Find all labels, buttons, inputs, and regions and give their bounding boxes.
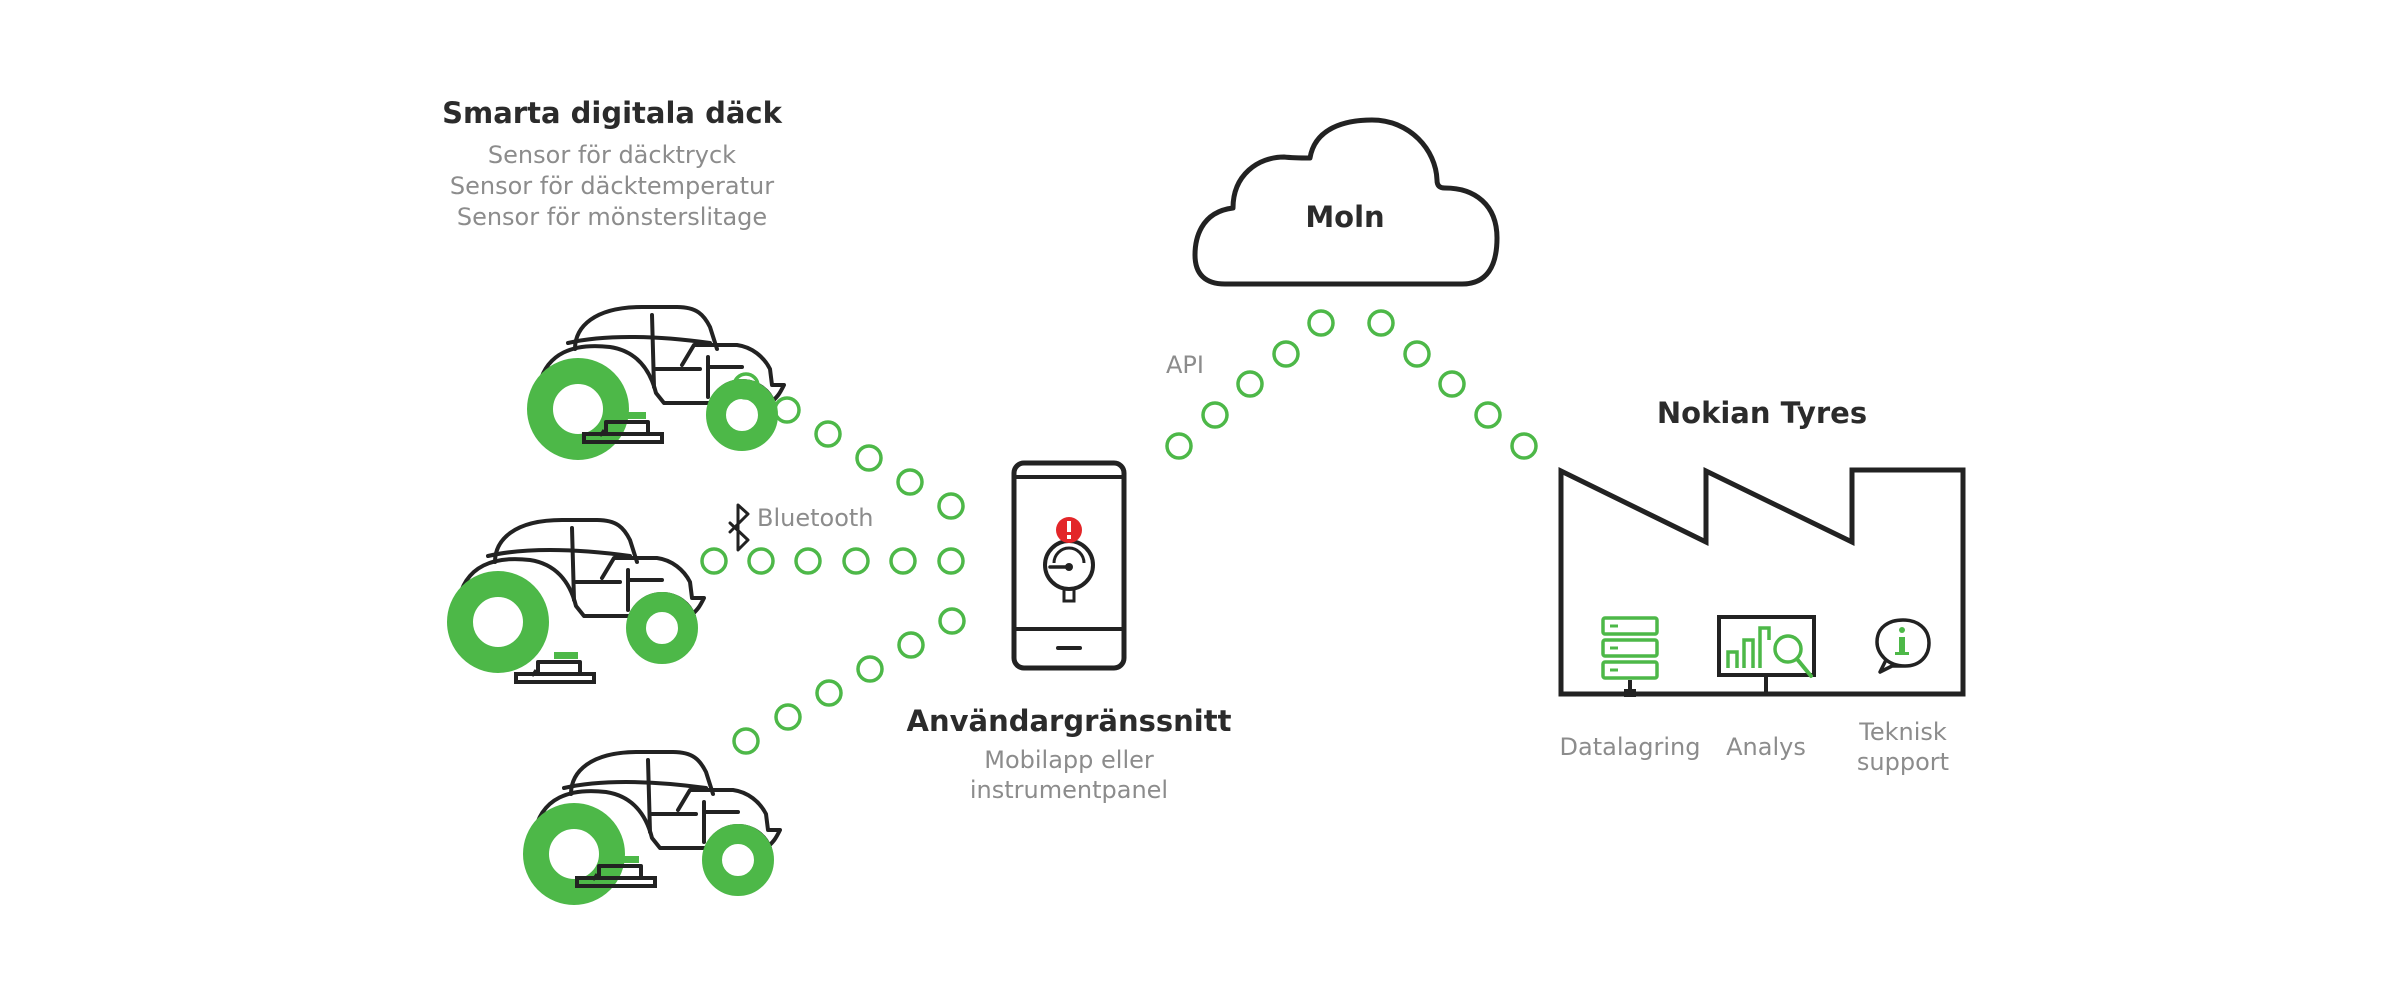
smartphone-icon (1011, 460, 1127, 671)
analytics-icon (1717, 615, 1816, 694)
factory-icon (1558, 466, 1966, 697)
tires-title: Smarta digitala däck (442, 96, 782, 130)
tractor-icon (458, 520, 704, 660)
interface-subtitle: Mobilapp eller instrumentpanel (869, 745, 1269, 805)
connection-dots-api (1165, 309, 1335, 460)
interface-subtitle-line-1: Mobilapp eller (984, 746, 1154, 774)
support-line-2: support (1856, 748, 1950, 776)
connection-dots-bottom (732, 607, 966, 755)
gauge-icon (1043, 539, 1095, 603)
interface-subtitle-line-2: instrumentpanel (969, 776, 1169, 804)
service-data-storage: Datalagring (1559, 733, 1701, 761)
support-line-1: Teknisk (1859, 718, 1947, 746)
bluetooth-icon (728, 503, 750, 552)
alert-icon (1056, 517, 1082, 543)
bluetooth-label: Bluetooth (757, 504, 874, 532)
cloud-label: Moln (1305, 200, 1385, 234)
service-analysis: Analys (1726, 733, 1806, 761)
sensor-tread-wear: Sensor för mönsterslitage (456, 203, 768, 231)
tractor-icon (534, 752, 780, 892)
service-technical-support: Teknisk support (1843, 717, 1963, 777)
info-bubble-icon (1875, 618, 1931, 674)
connection-dots-top (732, 372, 965, 520)
tractor-icon (538, 307, 784, 447)
interface-title: Användargränssnitt (906, 704, 1232, 738)
sensor-pressure: Sensor för däcktryck (487, 141, 737, 169)
nokian-title: Nokian Tyres (1656, 396, 1868, 430)
server-icon (1601, 616, 1659, 697)
sensor-temperature: Sensor för däcktemperatur (449, 172, 775, 200)
api-label: API (1166, 351, 1204, 379)
cloud-icon (1192, 117, 1500, 287)
connection-dots-middle (700, 547, 965, 575)
tires-sensor-list: Sensor för däcktryck Sensor för däcktemp… (412, 140, 812, 233)
connection-dots-nokian (1367, 309, 1538, 460)
